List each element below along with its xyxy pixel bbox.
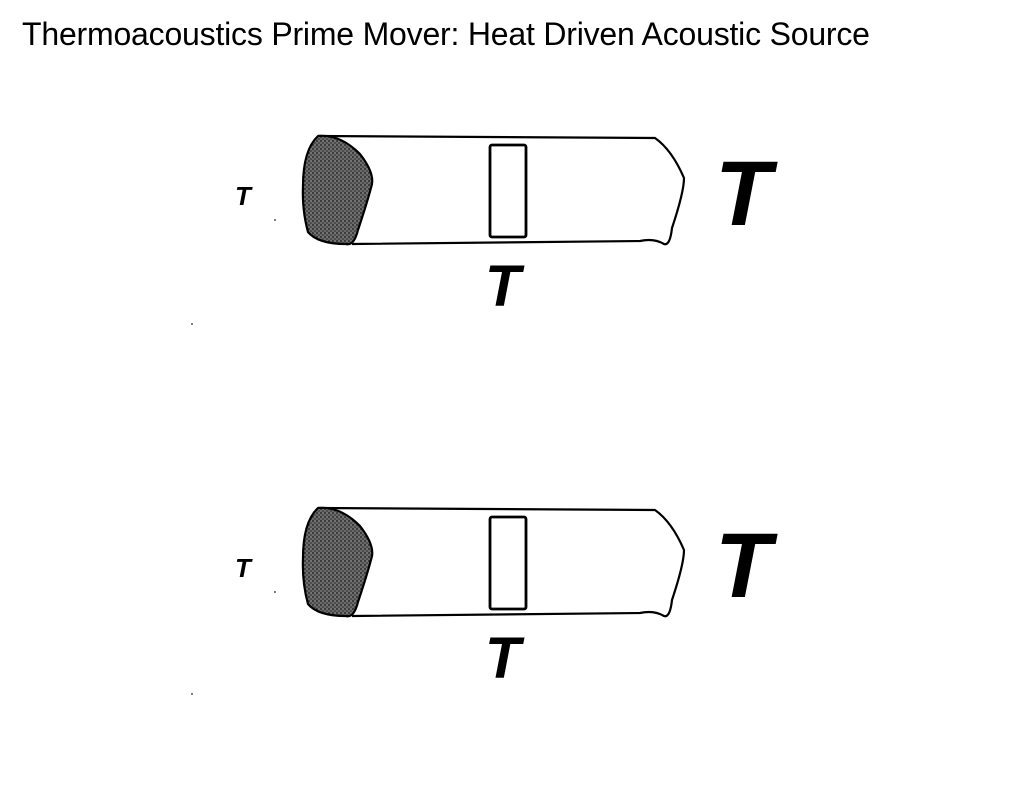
- stray-mark: [191, 323, 193, 325]
- closed-end-plug: [301, 134, 374, 246]
- resonator-tube-drawing: [301, 134, 686, 246]
- stack: [488, 515, 528, 611]
- stack: [488, 143, 528, 239]
- stray-mark: [191, 693, 193, 695]
- prime-mover-diagram-2: T T T: [0, 492, 1024, 792]
- tube-outline: [317, 134, 686, 246]
- tube-outline: [317, 506, 686, 618]
- stray-mark: [274, 591, 276, 593]
- stack-temperature-label: T: [485, 254, 521, 319]
- hot-end-temperature-label: T: [715, 515, 772, 617]
- slide-title: Thermoacoustics Prime Mover: Heat Driven…: [22, 16, 870, 52]
- stack-temperature-label: T: [485, 626, 521, 691]
- closed-end-plug: [301, 506, 374, 618]
- hot-end-temperature-label: T: [715, 143, 772, 245]
- resonator-tube-drawing: [301, 506, 686, 618]
- cold-end-temperature-label: T: [235, 181, 251, 211]
- cold-end-temperature-label: T: [235, 553, 251, 583]
- prime-mover-diagram-1: T T T: [0, 120, 1024, 420]
- stray-mark: [274, 219, 276, 221]
